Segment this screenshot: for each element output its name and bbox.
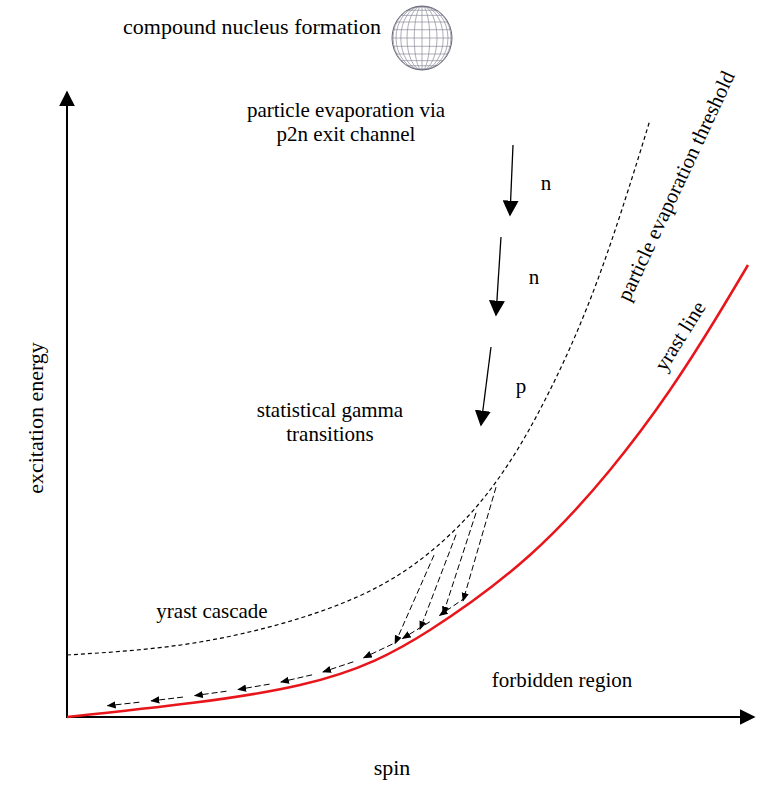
axis-label: excitation energy	[23, 342, 48, 494]
cascade-arrow	[151, 697, 183, 701]
cascade-arrow	[195, 691, 227, 695]
axes	[66, 92, 754, 718]
axis-label: spin	[374, 755, 411, 780]
gamma-arrow	[443, 513, 476, 615]
parallel	[407, 65, 437, 66]
cascade-arrow	[364, 644, 393, 658]
title-label: compound nucleus formation	[123, 14, 381, 39]
y-axis	[66, 92, 68, 718]
cascade-arrow	[440, 597, 466, 615]
gamma-arrow	[463, 487, 496, 601]
gamma-arrow	[420, 535, 456, 630]
cascade-arrow	[238, 684, 270, 689]
nucleus-globe	[392, 6, 452, 70]
parallel	[396, 54, 448, 55]
parallel	[392, 38, 452, 39]
evaporation-arrow	[510, 145, 513, 215]
globe-grid	[392, 6, 452, 70]
evaporation-arrow	[481, 347, 491, 425]
curve-label: yrast line	[649, 297, 711, 376]
cascade-arrow	[281, 675, 312, 682]
process-label: particle evaporation via p2n exit channe…	[239, 98, 454, 146]
region-label: yrast cascade	[156, 599, 267, 623]
particle-label: n	[541, 171, 552, 195]
cascade-arrow	[403, 622, 430, 639]
parallel	[401, 15, 443, 16]
parallel	[396, 22, 448, 23]
evaporation-threshold-curve	[67, 120, 650, 655]
cascade-arrow	[108, 702, 140, 705]
cascade-arrow	[323, 662, 353, 672]
evaporation-arrow	[496, 237, 501, 315]
parallel	[401, 60, 443, 61]
parallel	[393, 29, 451, 30]
region-label: forbidden region	[492, 668, 633, 692]
curve-label: particle evaporation threshold	[612, 67, 740, 304]
process-label: statistical gamma transitions	[255, 398, 405, 446]
globe-outline	[392, 6, 452, 70]
particle-label: p	[516, 374, 527, 398]
x-axis	[66, 716, 754, 718]
decay-arrows	[108, 145, 513, 706]
particle-label: n	[529, 265, 540, 289]
gamma-arrow	[395, 555, 434, 643]
parallel	[393, 46, 451, 47]
curves	[67, 120, 748, 717]
yrast-line-curve	[67, 265, 748, 717]
parallel	[407, 10, 437, 11]
